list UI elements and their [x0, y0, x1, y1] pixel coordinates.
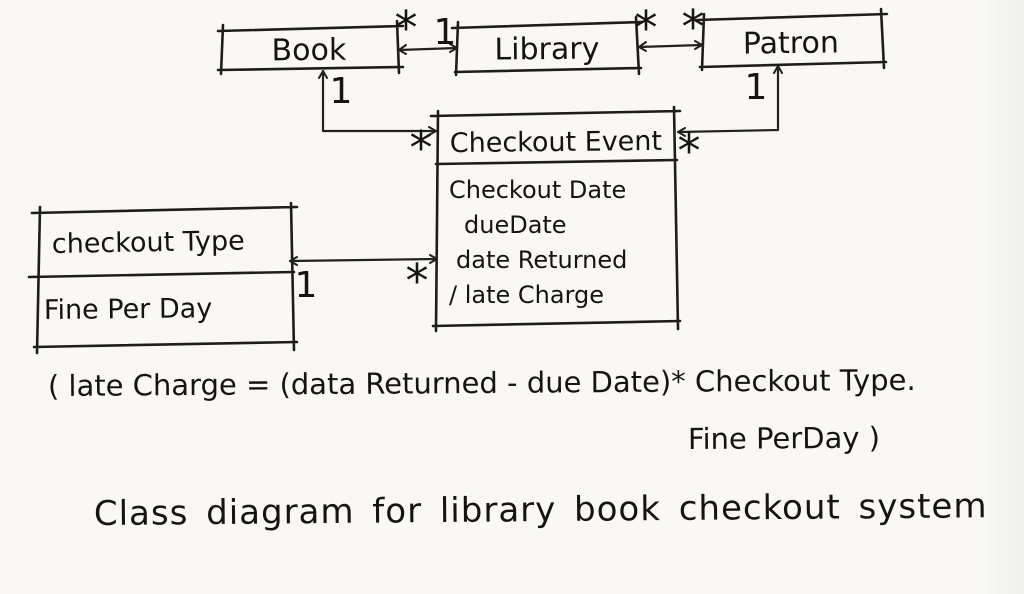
- assoc-checkout-type-event-arrowheads: [289, 254, 438, 266]
- checkout-event-class-name: Checkout Event: [450, 126, 663, 159]
- multiplicity-library-end-of-patron-assoc: *: [635, 1, 658, 55]
- checkout-type-divider: [27, 270, 296, 279]
- multiplicity-book-end-of-event-assoc: 1: [330, 71, 353, 112]
- assoc-library-patron-line: [637, 43, 704, 49]
- book-class-box: [216, 19, 405, 76]
- multiplicity-book-end-of-library-assoc: *: [395, 1, 418, 55]
- assoc-checkout-type-event-line: [288, 257, 439, 263]
- assoc-book-library-arrowheads: [398, 43, 458, 55]
- checkout-event-class-box: [429, 105, 682, 333]
- multiplicity-event-end-of-type-assoc: *: [406, 254, 429, 308]
- assoc-book-library-line: [397, 46, 459, 52]
- library-class-box: [450, 15, 644, 77]
- patron-class-box: [695, 7, 889, 72]
- checkout-type-class-box: [30, 201, 299, 355]
- attribute-date-returned: date Returned: [456, 246, 627, 274]
- assoc-book-checkout-event-line: [321, 69, 438, 133]
- checkout-event-divider: [434, 158, 679, 166]
- assoc-library-patron-arrowheads: [638, 40, 703, 52]
- multiplicity-patron-end-of-library-assoc: *: [682, 0, 705, 54]
- assoc-patron-checkout-event-arrowheads: [677, 65, 783, 137]
- multiplicity-type-end-of-event-assoc: 1: [295, 265, 318, 306]
- multiplicity-library-end-of-book-assoc: 1: [434, 12, 457, 53]
- assoc-patron-checkout-event-line: [676, 64, 780, 134]
- attribute-checkout-date: Checkout Date: [449, 176, 626, 204]
- constraint-formula-line1: ( late Charge = (data Returned - due Dat…: [48, 363, 916, 403]
- book-class-name: Book: [271, 33, 347, 69]
- multiplicity-event-end-of-book-assoc: *: [410, 121, 433, 175]
- multiplicity-patron-end-of-event-assoc: 1: [745, 67, 768, 108]
- constraint-formula-line2: Fine PerDay ): [688, 421, 880, 456]
- library-class-name: Library: [494, 32, 599, 68]
- attribute-due-date: dueDate: [464, 211, 567, 239]
- assoc-book-checkout-event-arrowheads: [318, 70, 437, 136]
- multiplicity-event-end-of-patron-assoc: *: [678, 124, 701, 178]
- checkout-type-class-name: checkout Type: [52, 226, 245, 260]
- diagram-caption: Class diagram for library book checkout …: [94, 486, 988, 534]
- attribute-fine-per-day: Fine Per Day: [44, 293, 213, 326]
- attribute-late-charge-derived: / late Charge: [449, 281, 604, 309]
- patron-class-name: Patron: [743, 25, 839, 61]
